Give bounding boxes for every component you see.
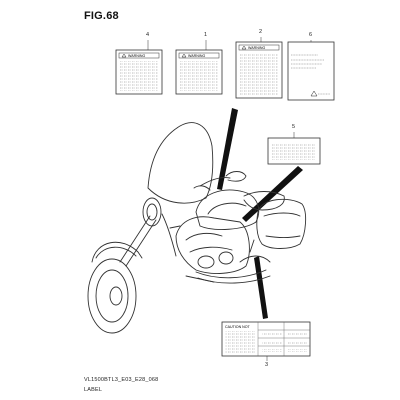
motorcycle-illustration [87, 122, 307, 334]
callout-leaders [147, 37, 312, 361]
callout-5: 5 [292, 124, 296, 130]
label-3-header: CAUTION NOT [225, 325, 251, 329]
label-4-header: WARNING [128, 54, 145, 58]
figure-code: VL1500BTL3_E03_E28_068 [84, 377, 159, 383]
label-2: WARNING [235, 41, 283, 99]
label-6 [287, 41, 335, 101]
label-1: WARNING [175, 49, 223, 95]
callout-6: 6 [309, 32, 313, 38]
callout-1: 1 [204, 32, 208, 38]
label-1-header: WARNING [188, 54, 205, 58]
label-3: CAUTION NOT [221, 321, 311, 357]
label-2-header: WARNING [248, 46, 265, 50]
pointer-arrows [217, 108, 303, 319]
figure-title: FIG.68 [84, 10, 119, 22]
label-5 [267, 137, 321, 165]
figure-caption: LABEL [84, 387, 103, 393]
callout-3: 3 [265, 362, 269, 368]
label-4: WARNING [115, 49, 163, 95]
callout-4: 4 [146, 32, 150, 38]
callout-2: 2 [259, 29, 263, 35]
